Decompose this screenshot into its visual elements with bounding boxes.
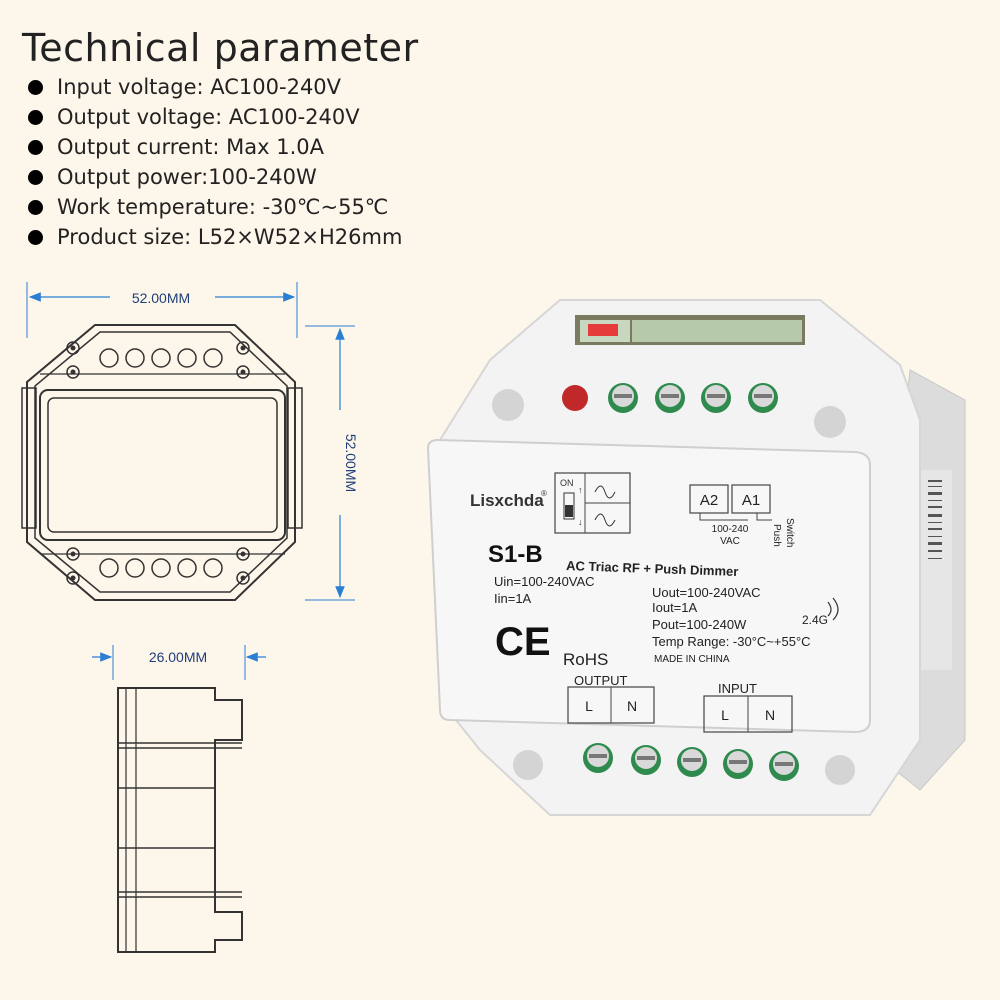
terminal-a2-label: A2 bbox=[700, 492, 718, 509]
brand-label: Lisxchda bbox=[470, 491, 544, 510]
height-dimension-label: 52.00MM bbox=[343, 434, 359, 492]
width-dimension-label: 52.00MM bbox=[132, 290, 190, 306]
output-n-label: N bbox=[627, 698, 637, 714]
page-title: Technical parameter bbox=[22, 26, 419, 70]
output-l-label: L bbox=[585, 698, 593, 714]
switch-label: Switch bbox=[784, 518, 795, 547]
description-label: AC Triac RF + Push Dimmer bbox=[566, 558, 739, 579]
pout-label: Pout=100-240W bbox=[652, 617, 747, 632]
reset-button bbox=[562, 385, 588, 411]
bullet-icon bbox=[28, 170, 43, 185]
spec-item: Output voltage: AC100-240V bbox=[28, 102, 402, 132]
spec-item: Output current: Max 1.0A bbox=[28, 132, 402, 162]
a-voltage-label: 100-240 bbox=[712, 524, 749, 535]
bullet-icon bbox=[28, 140, 43, 155]
bullet-icon bbox=[28, 80, 43, 95]
input-n-label: N bbox=[765, 707, 775, 723]
iin-label: Iin=1A bbox=[494, 591, 532, 606]
output-label: OUTPUT bbox=[574, 673, 628, 688]
svg-text:↓: ↓ bbox=[578, 517, 583, 527]
push-label: Push bbox=[771, 524, 782, 547]
iout-label: Iout=1A bbox=[652, 600, 698, 615]
model-label: S1-B bbox=[488, 541, 543, 568]
rf-label: 2.4G bbox=[802, 613, 828, 627]
a-voltage-unit-label: VAC bbox=[720, 536, 740, 547]
bullet-icon bbox=[28, 230, 43, 245]
front-view-drawing: 52.00MM 52.00MM bbox=[21, 282, 359, 601]
side-view-drawing: 26.00MM bbox=[92, 645, 266, 953]
product-photo: Lisxchda ® ON ↑ ↓ A2 A1 100-240 VAC Push… bbox=[426, 299, 966, 816]
bullet-icon bbox=[28, 110, 43, 125]
ce-mark: CE bbox=[495, 620, 551, 664]
spec-item: Input voltage: AC100-240V bbox=[28, 72, 402, 102]
top-terminal-screws bbox=[608, 383, 778, 413]
uin-label: Uin=100-240VAC bbox=[494, 574, 595, 589]
switch-on-label: ON bbox=[560, 478, 574, 488]
temp-label: Temp Range: -30°C~+55°C bbox=[652, 634, 811, 649]
uout-label: Uout=100-240VAC bbox=[652, 585, 761, 600]
svg-text:®: ® bbox=[541, 489, 547, 498]
svg-text:↑: ↑ bbox=[578, 485, 583, 495]
bullet-icon bbox=[28, 200, 43, 215]
bottom-terminal-screws bbox=[583, 743, 799, 781]
wifi-icon bbox=[827, 597, 839, 621]
spec-item: Product size: L52×W52×H26mm bbox=[28, 222, 402, 252]
made-in-label: MADE IN CHINA bbox=[654, 654, 730, 665]
terminal-a1-label: A1 bbox=[742, 492, 760, 509]
input-label: INPUT bbox=[718, 681, 757, 696]
spec-item: Work temperature: -30℃~55℃ bbox=[28, 192, 402, 222]
depth-dimension-label: 26.00MM bbox=[149, 649, 207, 665]
spec-item: Output power:100-240W bbox=[28, 162, 402, 192]
rohs-label: RoHS bbox=[563, 650, 608, 669]
input-l-label: L bbox=[721, 707, 729, 723]
spec-list: Input voltage: AC100-240V Output voltage… bbox=[28, 72, 402, 252]
dip-switch-diagram: ON ↑ ↓ bbox=[554, 472, 631, 534]
